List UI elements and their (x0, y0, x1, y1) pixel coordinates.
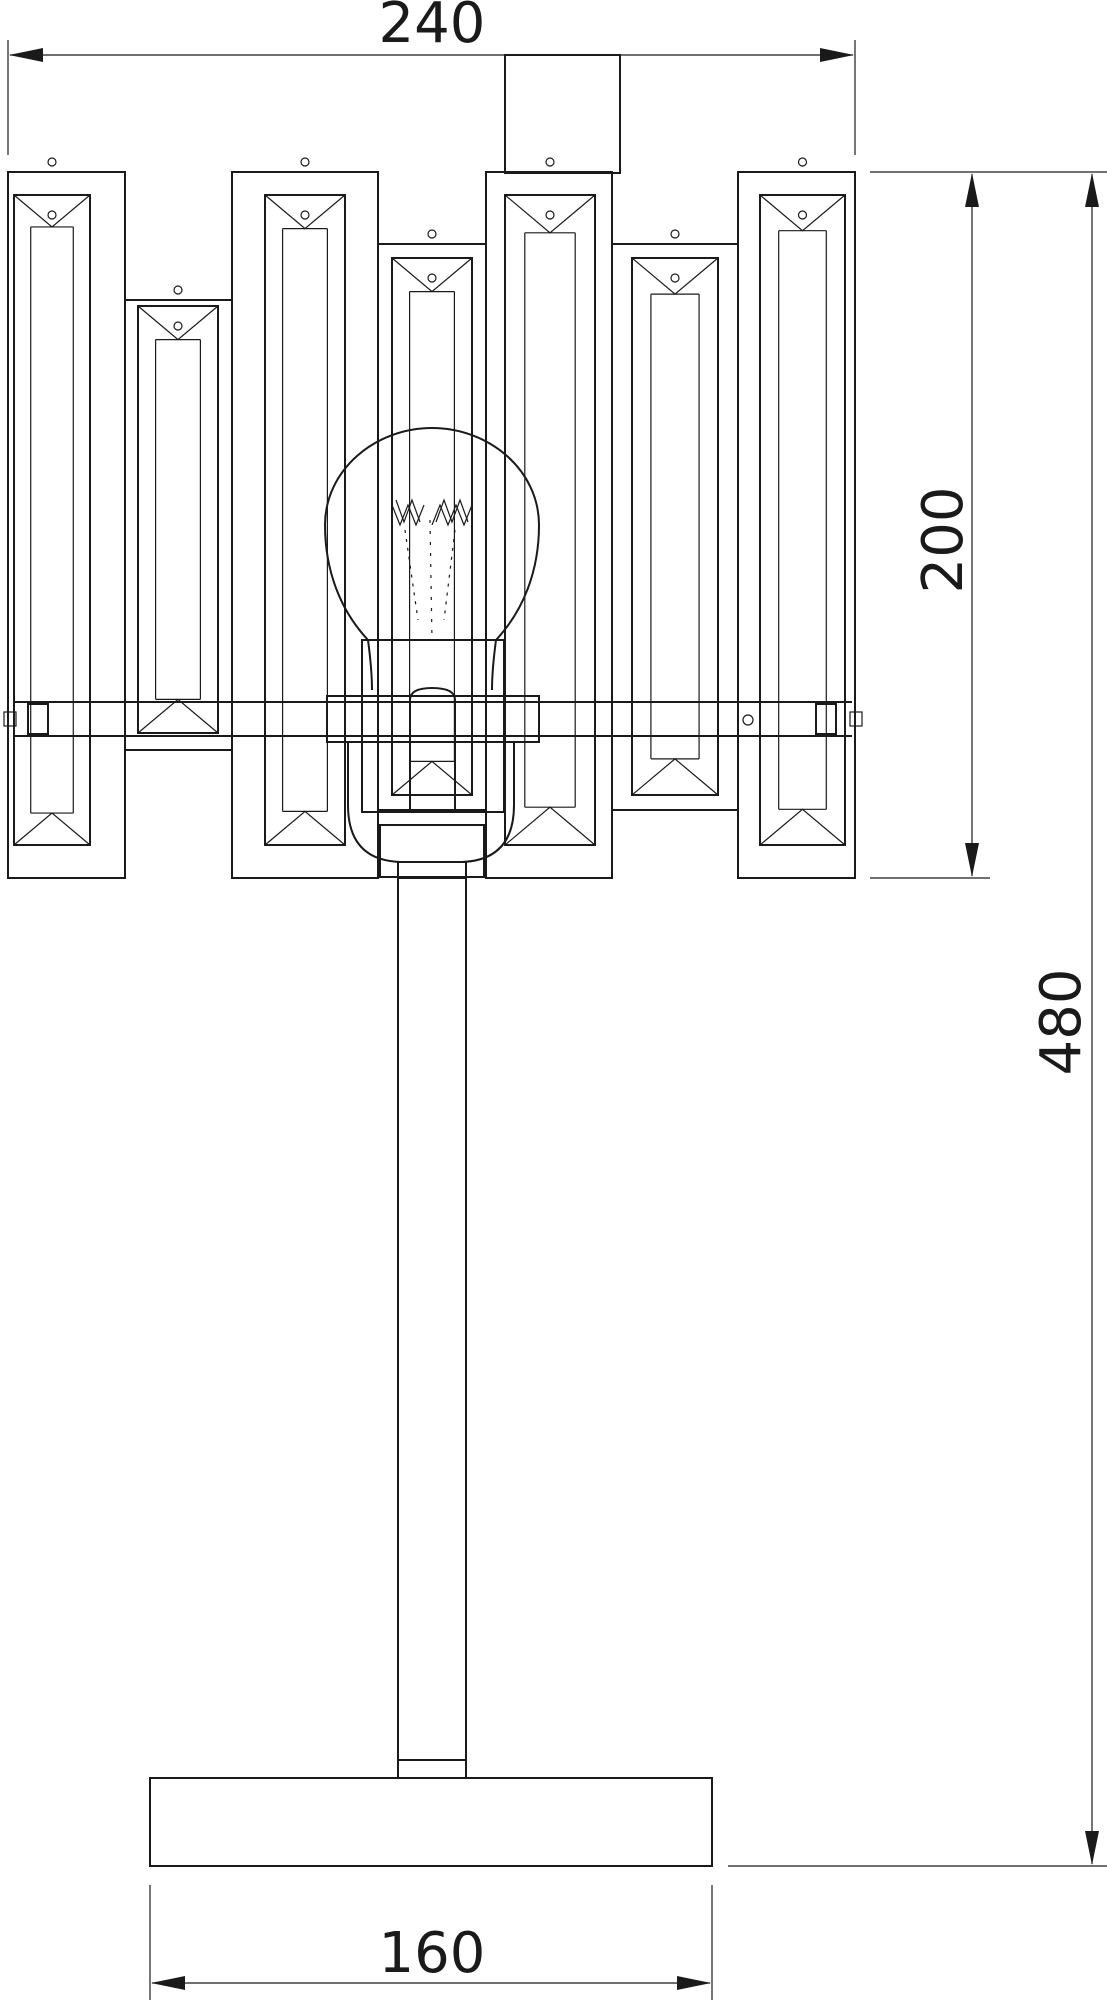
crystal-prism (759, 194, 846, 846)
bulb-holder (347, 742, 515, 879)
dimension-shade-width: 240 (7, 0, 856, 155)
crystal-panels (7, 157, 856, 879)
hanging-hole (427, 229, 437, 239)
crystal-panel (377, 229, 487, 811)
panel-frame (124, 299, 233, 751)
dimension-base-width: 160 (149, 1885, 713, 2000)
crystal-panel (124, 285, 233, 751)
lamp-stem (397, 878, 467, 1779)
crystal-prism (391, 257, 473, 796)
crystal-prism (504, 194, 596, 846)
crystal-panel (737, 157, 856, 879)
crystal-panel (485, 157, 613, 879)
lamp-base (149, 1777, 713, 1867)
hanging-hole (173, 285, 183, 295)
light-bulb (323, 426, 541, 813)
crystal-prism (137, 305, 219, 734)
dimension-shade-height: 200 (870, 171, 990, 879)
panel-frame (611, 243, 739, 811)
hanging-hole (545, 157, 555, 167)
dimension-total-height: 480 (728, 171, 1107, 1867)
crystal-panel (611, 229, 739, 811)
hanging-hole (797, 157, 808, 167)
lamp-socket (361, 639, 505, 813)
dimension-label-200: 200 (911, 487, 976, 594)
hanging-hole (670, 229, 680, 239)
panel-frame (737, 171, 856, 879)
crystal-prism (264, 194, 346, 846)
dimension-label-240: 240 (379, 0, 486, 56)
hanging-hole (47, 157, 57, 167)
crystal-panel (7, 157, 126, 879)
crystal-prism (631, 257, 719, 796)
crystal-prism (13, 194, 91, 846)
panel-frame (7, 171, 126, 879)
top-cap (504, 54, 621, 174)
crystal-panel (231, 157, 379, 879)
panel-frame (377, 243, 487, 811)
connecting-bar (3, 695, 863, 743)
dimension-label-160: 160 (379, 1921, 486, 1986)
hanging-hole (300, 157, 310, 167)
panel-frame (231, 171, 379, 879)
dimension-label-480: 480 (1029, 969, 1094, 1076)
